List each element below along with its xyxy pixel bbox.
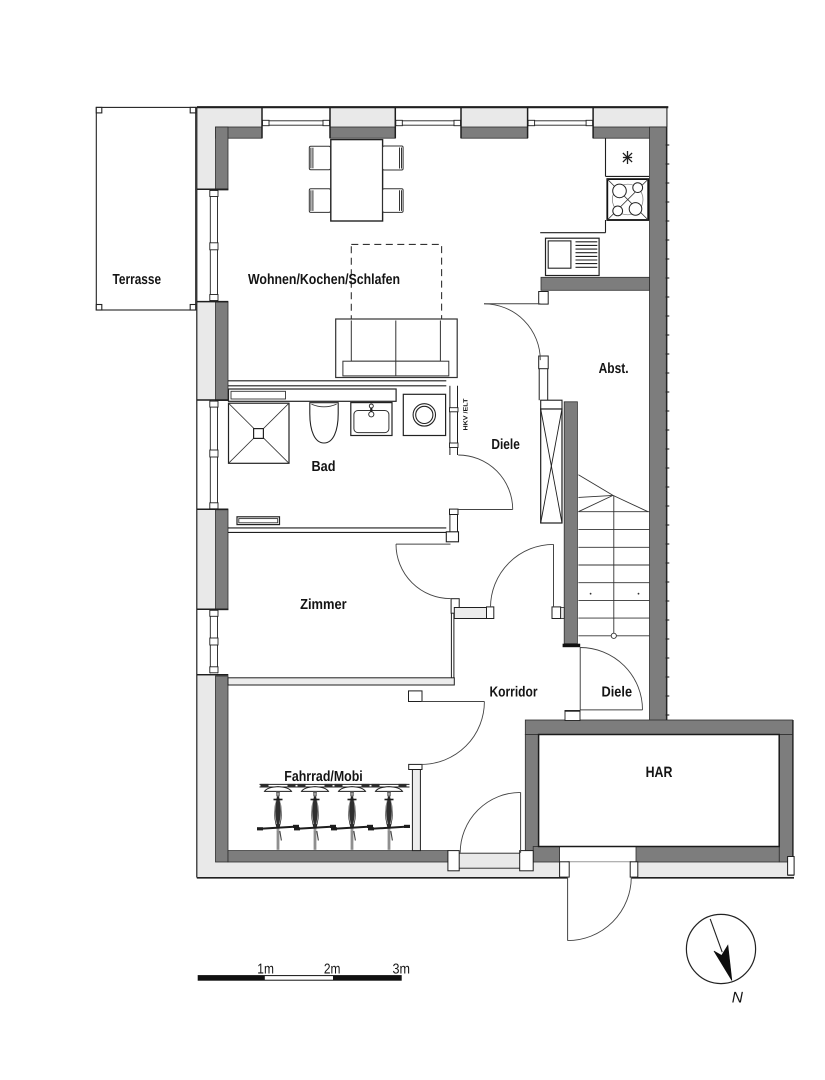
svg-text:Fahrrad/Mobi: Fahrrad/Mobi	[284, 769, 363, 785]
svg-text:Abst.: Abst.	[599, 361, 629, 377]
svg-text:Bad: Bad	[312, 459, 336, 475]
svg-text:3m: 3m	[392, 961, 410, 977]
svg-text:Diele: Diele	[491, 437, 520, 453]
svg-text:Terrasse: Terrasse	[113, 272, 162, 288]
svg-text:Diele: Diele	[602, 685, 633, 701]
svg-text:1m: 1m	[257, 961, 274, 977]
svg-text:2m: 2m	[324, 961, 341, 977]
svg-text:Korridor: Korridor	[490, 685, 538, 701]
svg-text:HAR: HAR	[646, 764, 673, 781]
svg-text:N: N	[732, 990, 744, 1007]
svg-text:Zimmer: Zimmer	[300, 597, 347, 613]
svg-text:Wohnen/Kochen/Schlafen: Wohnen/Kochen/Schlafen	[248, 272, 400, 288]
svg-text:HKV /ELT: HKV /ELT	[463, 398, 470, 430]
